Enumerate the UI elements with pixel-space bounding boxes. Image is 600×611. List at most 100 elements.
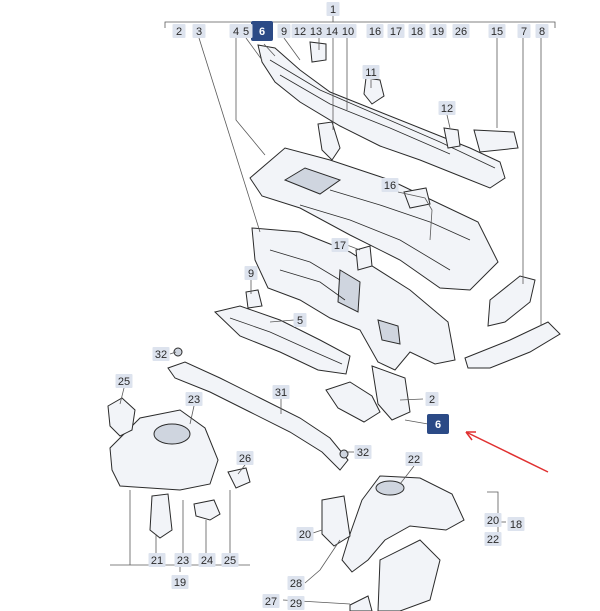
callout-label: 9 <box>281 26 287 38</box>
callout-c12b: 12 <box>438 101 456 115</box>
callout-label: 16 <box>369 26 381 38</box>
callout-label: 29 <box>290 598 302 610</box>
callout-c19b: 19 <box>171 575 189 589</box>
wheelhouse-right-part <box>341 475 465 573</box>
callout-label: 32 <box>357 447 369 459</box>
callout-c20a: 20 <box>484 513 502 527</box>
callout-label: 15 <box>491 26 503 38</box>
callout-c14: 14 <box>323 24 341 38</box>
callout-c7: 7 <box>517 24 531 38</box>
callout-label: 25 <box>118 376 130 388</box>
callout-label: 26 <box>239 453 251 465</box>
callout-c28: 28 <box>287 576 305 590</box>
callout-label: 32 <box>155 349 167 361</box>
callout-c5: 5 <box>239 24 253 38</box>
callout-label: 6 <box>259 26 265 38</box>
top-bracket-line <box>164 21 556 28</box>
callout-label: 5 <box>297 315 303 327</box>
callout-label: 14 <box>326 26 338 38</box>
callout-label: 24 <box>201 555 213 567</box>
callout-c31: 31 <box>272 385 290 399</box>
callout-label: 25 <box>224 555 236 567</box>
cross-member-part <box>213 305 351 375</box>
callout-label: 8 <box>539 26 545 38</box>
callout-c15: 15 <box>488 24 506 38</box>
callout-label: 17 <box>334 240 346 252</box>
callout-c6: 6 <box>251 21 273 41</box>
callout-label: 2 <box>429 394 435 406</box>
callout-label: 11 <box>365 67 376 79</box>
callout-label: 20 <box>487 515 499 527</box>
callout-label: 22 <box>408 454 420 466</box>
callout-c3: 3 <box>192 24 206 38</box>
callout-c6b: 6 <box>427 414 449 434</box>
callout-c21: 21 <box>148 553 166 567</box>
callout-label: 7 <box>521 26 527 38</box>
wheelhouse-left-part <box>109 409 219 491</box>
callout-label: 6 <box>435 419 441 431</box>
callout-label: 12 <box>441 103 453 115</box>
callout-c26b: 26 <box>236 451 254 465</box>
callout-c27: 27 <box>262 594 280 608</box>
callout-label: 17 <box>390 26 402 38</box>
callout-c22b: 22 <box>484 532 502 546</box>
callout-c32a: 32 <box>152 347 170 361</box>
callout-label: 31 <box>275 387 287 399</box>
callout-label: 5 <box>243 26 249 38</box>
callout-label: 4 <box>233 26 239 38</box>
callout-label: 21 <box>151 555 163 567</box>
callout-c32b: 32 <box>354 445 372 459</box>
callout-c24: 24 <box>198 553 216 567</box>
callout-c22a: 22 <box>405 452 423 466</box>
callout-c11: 11 <box>362 65 380 79</box>
callout-label: 20 <box>299 529 311 541</box>
callout-c5b: 5 <box>293 313 307 327</box>
callout-label: 10 <box>342 26 354 38</box>
callout-c12a: 12 <box>291 24 309 38</box>
callout-c9: 9 <box>277 24 291 38</box>
callout-c9b: 9 <box>244 266 258 280</box>
side-panel-part <box>487 275 536 327</box>
bracket-part <box>325 381 381 423</box>
callout-label: 28 <box>290 578 302 590</box>
callout-c25a: 25 <box>115 374 133 388</box>
callout-label: 12 <box>294 26 306 38</box>
callout-c16: 16 <box>366 24 384 38</box>
callout-label: 1 <box>330 4 336 16</box>
callout-c29: 29 <box>287 596 305 610</box>
callout-c13: 13 <box>307 24 325 38</box>
callout-c23b: 23 <box>174 553 192 567</box>
callout-c26: 26 <box>452 24 470 38</box>
callout-c18: 18 <box>408 24 426 38</box>
callout-label: 9 <box>248 268 254 280</box>
callout-c18b: 18 <box>507 517 525 531</box>
callout-label: 18 <box>411 26 423 38</box>
callout-label: 16 <box>384 180 396 192</box>
callout-c2b: 2 <box>425 392 439 406</box>
callout-c1: 1 <box>326 2 340 16</box>
callout-c10: 10 <box>339 24 357 38</box>
callout-label: 19 <box>174 577 186 589</box>
callout-label: 27 <box>265 596 277 608</box>
callout-label: 19 <box>432 26 444 38</box>
callout-c8: 8 <box>535 24 549 38</box>
callout-c19: 19 <box>429 24 447 38</box>
callout-c17: 17 <box>387 24 405 38</box>
callout-label: 18 <box>510 519 522 531</box>
callout-c25b: 25 <box>221 553 239 567</box>
callout-label: 23 <box>177 555 189 567</box>
callout-c17b: 17 <box>331 238 349 252</box>
callout-c16b: 16 <box>381 178 399 192</box>
callout-label: 3 <box>196 26 202 38</box>
callout-label: 23 <box>188 394 200 406</box>
callout-label: 2 <box>176 26 182 38</box>
callout-label: 22 <box>487 534 499 546</box>
red-arrow-indicator <box>465 431 549 473</box>
callout-label: 13 <box>310 26 322 38</box>
callout-c23a: 23 <box>185 392 203 406</box>
callout-label: 26 <box>455 26 467 38</box>
callout-c2: 2 <box>172 24 186 38</box>
callout-c20b: 20 <box>296 527 314 541</box>
strut-brace-part <box>167 361 349 471</box>
